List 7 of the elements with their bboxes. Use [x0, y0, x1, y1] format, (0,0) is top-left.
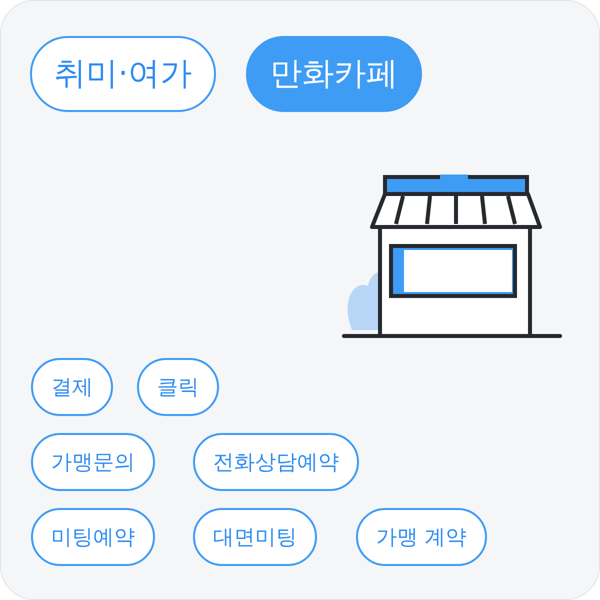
tag: 가맹 계약	[356, 508, 487, 566]
tag: 취미·여가	[30, 36, 216, 112]
tag: 전화상담예약	[193, 433, 359, 491]
tag: 대면미팅	[193, 508, 317, 566]
selected-tag: 만화카페	[246, 36, 422, 112]
tag: 미팅예약	[31, 508, 155, 566]
tag: 가맹문의	[31, 433, 155, 491]
